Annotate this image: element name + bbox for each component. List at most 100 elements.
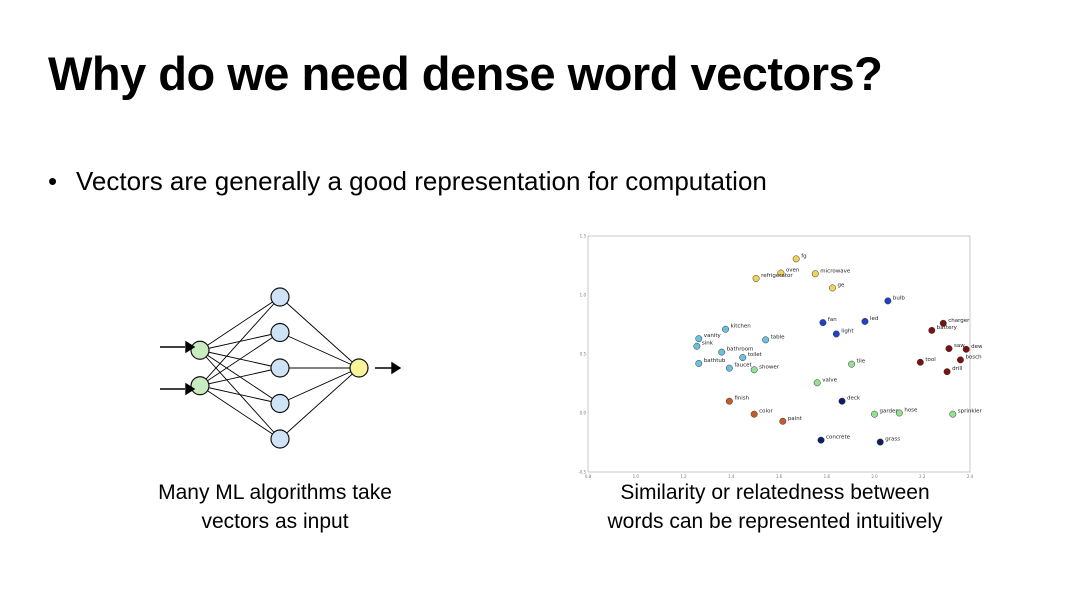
point-marker: [813, 379, 821, 387]
network-edge: [199, 296, 281, 387]
point-label: ge: [837, 282, 844, 288]
point-marker: [722, 325, 729, 333]
point-label: oven: [786, 268, 800, 274]
point-label: tool: [925, 357, 936, 363]
point-label: concrete: [826, 435, 851, 441]
point-marker: [725, 364, 733, 372]
point-marker: [718, 348, 726, 356]
network-edge: [199, 332, 281, 387]
right-caption-line-2: words can be represented intuitively: [607, 510, 943, 533]
network-edge: [279, 367, 360, 440]
point-marker: [861, 317, 869, 325]
point-marker: [939, 319, 947, 327]
point-label: drill: [952, 366, 963, 372]
y-tick-label: -0.5: [578, 470, 586, 475]
hidden-node: [270, 322, 290, 343]
point-label: garden: [880, 409, 900, 415]
point-label: saw: [954, 343, 965, 349]
point-label: finish: [734, 396, 749, 402]
point-marker: [962, 345, 970, 353]
slide-title: Why do we need dense word vectors?: [48, 47, 883, 100]
point-label: shower: [759, 364, 780, 370]
point-label: kitchen: [731, 324, 752, 330]
left-caption: Many ML algorithms take vectors as input: [120, 478, 430, 536]
point-label: toilet: [748, 352, 763, 358]
word-point: tool: [916, 357, 936, 366]
network-arrows: [160, 340, 402, 396]
point-marker: [739, 354, 747, 361]
word-point: charger: [939, 318, 970, 327]
word-point: saw: [945, 343, 965, 353]
point-label: paint: [788, 416, 803, 422]
point-marker: [792, 255, 800, 263]
network-edge: [199, 367, 281, 387]
word-point: bathroom: [718, 347, 753, 356]
point-marker: [779, 417, 787, 425]
y-tick-label: 0.0: [580, 411, 587, 416]
point-label: hose: [904, 408, 918, 414]
point-label: valve: [822, 377, 837, 383]
word-point: dewalt: [962, 344, 982, 353]
x-tick-label: 1.4: [728, 474, 735, 479]
point-marker: [895, 409, 903, 417]
word-point: toilet: [739, 352, 763, 361]
point-marker: [916, 358, 924, 366]
network-edges: [199, 296, 360, 440]
hidden-node: [270, 358, 290, 378]
point-marker: [817, 436, 825, 444]
input-node: [190, 376, 210, 396]
point-marker: [750, 410, 758, 418]
point-marker: [693, 342, 701, 350]
word-point: refrigerator: [752, 273, 793, 282]
word-point: deck: [838, 396, 861, 405]
word-point: concrete: [817, 435, 851, 444]
point-label: refrigerator: [761, 273, 793, 279]
input-node: [190, 340, 210, 360]
point-label: faucet: [734, 363, 752, 369]
point-label: led: [870, 316, 878, 322]
point-marker: [811, 270, 819, 278]
point-label: tile: [857, 359, 866, 365]
word-point: hose: [895, 408, 918, 417]
word-point: garden: [871, 409, 899, 418]
network-edge: [279, 332, 360, 369]
word-point: valve: [813, 377, 838, 387]
word-point: grass: [876, 437, 900, 446]
word-point: light: [832, 328, 854, 338]
word-point: table: [762, 334, 786, 344]
point-label: bulb: [893, 295, 906, 301]
point-label: battery: [937, 325, 958, 331]
point-label: dewalt: [971, 344, 982, 350]
point-marker: [695, 359, 703, 367]
network-edge: [199, 385, 281, 440]
network-edge: [199, 385, 281, 404]
x-tick-label: 2.0: [871, 474, 878, 479]
network-nodes: [190, 287, 369, 449]
point-label: vanity: [704, 333, 722, 339]
x-tick-label: 2.4: [967, 474, 974, 479]
bullet-dot: •: [48, 166, 58, 196]
y-tick-label: 1.0: [580, 293, 587, 298]
network-edge: [279, 296, 360, 369]
point-marker: [884, 297, 892, 305]
point-marker: [943, 368, 951, 376]
x-tick-label: 1.6: [776, 474, 783, 479]
input-arrow-2-head: [185, 382, 196, 396]
point-label: sprinkler: [958, 409, 982, 415]
point-marker: [725, 397, 733, 405]
x-tick-label: 1.0: [633, 474, 640, 479]
neural-network-diagram: [160, 287, 402, 449]
point-marker: [838, 397, 846, 405]
point-label: sink: [702, 341, 714, 347]
bullet-text: Vectors are generally a good representat…: [76, 166, 767, 196]
word-point: kitchen: [722, 324, 751, 333]
hidden-node: [270, 429, 290, 449]
word-point: faucet: [725, 363, 753, 372]
word-point: bulb: [884, 295, 906, 305]
word-point: oven: [777, 268, 800, 277]
point-label: table: [771, 334, 786, 340]
point-marker: [819, 319, 827, 327]
word-point: drill: [943, 366, 963, 376]
